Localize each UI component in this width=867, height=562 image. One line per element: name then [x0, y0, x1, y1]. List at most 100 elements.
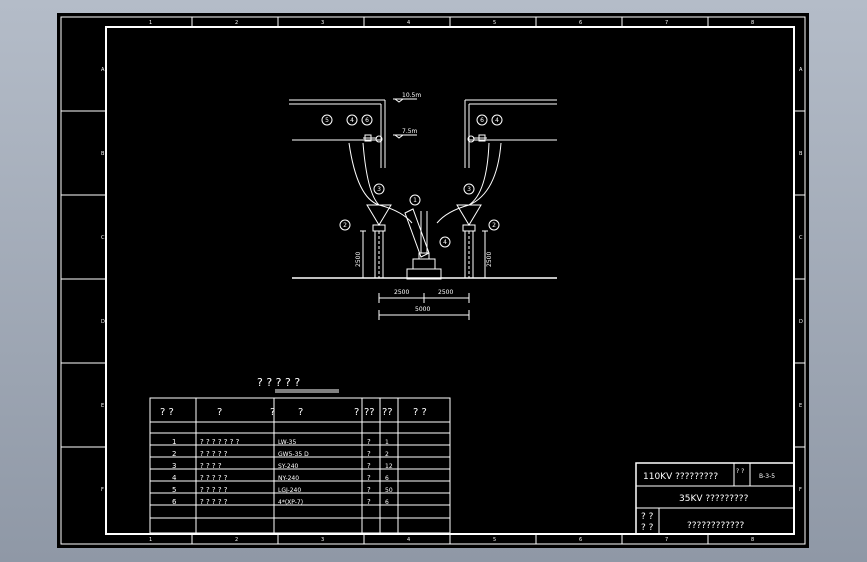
- row-label: E: [101, 403, 104, 409]
- row-ticks: [61, 110, 805, 448]
- title-block-grid: [635, 462, 795, 535]
- table-row: 6: [172, 498, 177, 506]
- svg-text:LGJ-240: LGJ-240: [278, 487, 301, 494]
- left-switch-head: [366, 204, 392, 226]
- svg-text:SY-240: SY-240: [278, 463, 299, 470]
- title-block-text: 110KV ????????? ? ? B-3-5 35KV ?????????…: [641, 468, 775, 533]
- substation-elevation: [289, 98, 557, 320]
- svg-text:GW5-35 D: GW5-35 D: [278, 451, 309, 458]
- svg-text:1: 1: [385, 439, 389, 446]
- svg-text:?: ?: [270, 407, 275, 418]
- table-title: ? ? ? ? ?: [257, 376, 300, 389]
- col-label: 1: [149, 537, 152, 543]
- svg-text:3: 3: [467, 186, 471, 193]
- svg-text:? ? ? ? ?: ? ? ? ? ?: [200, 486, 228, 494]
- dim-b-label: 2500: [438, 289, 453, 296]
- svg-text:? ? ? ? ?: ? ? ? ? ?: [200, 450, 228, 458]
- svg-text:? ? ? ? ?: ? ? ? ? ?: [200, 474, 228, 482]
- drawing-canvas[interactable]: 1 2 3 4 5 6 7 8 1 2 3 4 5 6 7 8 A B C D …: [57, 13, 809, 548]
- svg-text:5: 5: [325, 117, 329, 124]
- table-rows: 1 ? ? ? ? ? ? ? LW-35 ? 1 2 ? ? ? ? ? GW…: [172, 438, 393, 506]
- svg-text:NY-240: NY-240: [278, 475, 299, 482]
- height-left-label: 2500: [355, 252, 362, 267]
- svg-text:? ?: ? ?: [413, 407, 427, 418]
- svg-text:12: 12: [385, 463, 393, 470]
- col-label: 8: [751, 20, 754, 26]
- title-footer: ????????????: [687, 521, 745, 531]
- table-row: 5: [172, 486, 176, 494]
- material-table-grid: [149, 397, 451, 534]
- svg-text:?: ?: [367, 486, 371, 494]
- svg-text:? ?: ? ?: [736, 468, 744, 475]
- svg-text:? ? ? ? ? ? ?: ? ? ? ? ? ? ?: [200, 438, 240, 446]
- column-ticks: [191, 17, 709, 544]
- part-balloons: [321, 114, 503, 248]
- row-label: C: [799, 235, 803, 241]
- row-label: C: [101, 235, 105, 241]
- col-label: 5: [493, 537, 496, 543]
- svg-text:?: ?: [367, 462, 371, 470]
- svg-text:3: 3: [377, 186, 381, 193]
- breaker-arm: [404, 208, 430, 258]
- row-label: D: [799, 319, 803, 325]
- svg-text:6: 6: [365, 117, 369, 124]
- drawing-code: B-3-5: [759, 473, 775, 480]
- svg-text:?: ?: [367, 474, 371, 482]
- row-label: F: [101, 487, 104, 493]
- col-label: 6: [579, 20, 582, 26]
- row-label: B: [799, 151, 803, 157]
- col-label: 6: [579, 537, 582, 543]
- height-right-label: 2500: [486, 252, 493, 267]
- row-labels: A B C D E F A B C D E F: [101, 67, 803, 493]
- table-row: 4: [172, 474, 177, 482]
- right-switch-head: [456, 204, 482, 226]
- column-labels: 1 2 3 4 5 6 7 8 1 2 3 4 5 6 7 8: [149, 20, 754, 543]
- col-label: 4: [407, 20, 410, 26]
- svg-text:LW-35: LW-35: [278, 439, 296, 446]
- table-row: 1: [172, 438, 176, 446]
- balloon-numbers: 5 4 6 6 4 3 3 1 4 2 2: [325, 117, 499, 246]
- row-label: B: [101, 151, 105, 157]
- table-row: 2: [172, 450, 176, 458]
- col-label: 2: [235, 20, 238, 26]
- elevation-mid-label: 7.5m: [402, 128, 418, 135]
- svg-text:2: 2: [492, 222, 496, 229]
- col-label: 3: [321, 20, 324, 26]
- row-label: E: [799, 403, 802, 409]
- svg-text:??: ??: [364, 407, 375, 418]
- dimension-labels: 10.5m 7.5m 2500 2500 2500 2500 5000: [355, 92, 493, 313]
- svg-text:?: ?: [367, 450, 371, 458]
- svg-text:4: 4: [495, 117, 499, 124]
- svg-text:? ? ? ? ?: ? ? ? ? ?: [200, 498, 228, 506]
- svg-text:? ?: ? ?: [641, 523, 654, 533]
- svg-text:?: ?: [367, 498, 371, 506]
- col-label: 2: [235, 537, 238, 543]
- col-label: 7: [665, 537, 668, 543]
- outer-frame: [60, 16, 806, 545]
- svg-text:6: 6: [385, 475, 389, 482]
- col-label: 1: [149, 20, 152, 26]
- dim-a-label: 2500: [394, 289, 409, 296]
- svg-text:4*(XP-7): 4*(XP-7): [278, 499, 303, 506]
- svg-text:4: 4: [350, 117, 354, 124]
- svg-text:? ?: ? ?: [641, 512, 654, 522]
- col-label: 4: [407, 537, 410, 543]
- svg-text:?: ?: [298, 407, 303, 418]
- svg-text:2: 2: [385, 451, 389, 458]
- col-label: 5: [493, 20, 496, 26]
- row-label: A: [799, 67, 803, 73]
- row-label: F: [799, 487, 802, 493]
- row-label: A: [101, 67, 105, 73]
- col-label: 3: [321, 537, 324, 543]
- svg-text:?: ?: [217, 407, 222, 418]
- col-label: 7: [665, 20, 668, 26]
- row-label: D: [101, 319, 105, 325]
- svg-text:??: ??: [382, 407, 393, 418]
- drawing-title: 35KV ?????????: [679, 494, 749, 504]
- svg-text:2: 2: [343, 222, 347, 229]
- table-headers: ? ? ? ? ? ? ?? ?? ? ?: [160, 407, 427, 418]
- table-row: 3: [172, 462, 176, 470]
- dim-total-label: 5000: [415, 306, 430, 313]
- right-drop-conductor: [468, 142, 502, 206]
- svg-text:1: 1: [413, 197, 417, 204]
